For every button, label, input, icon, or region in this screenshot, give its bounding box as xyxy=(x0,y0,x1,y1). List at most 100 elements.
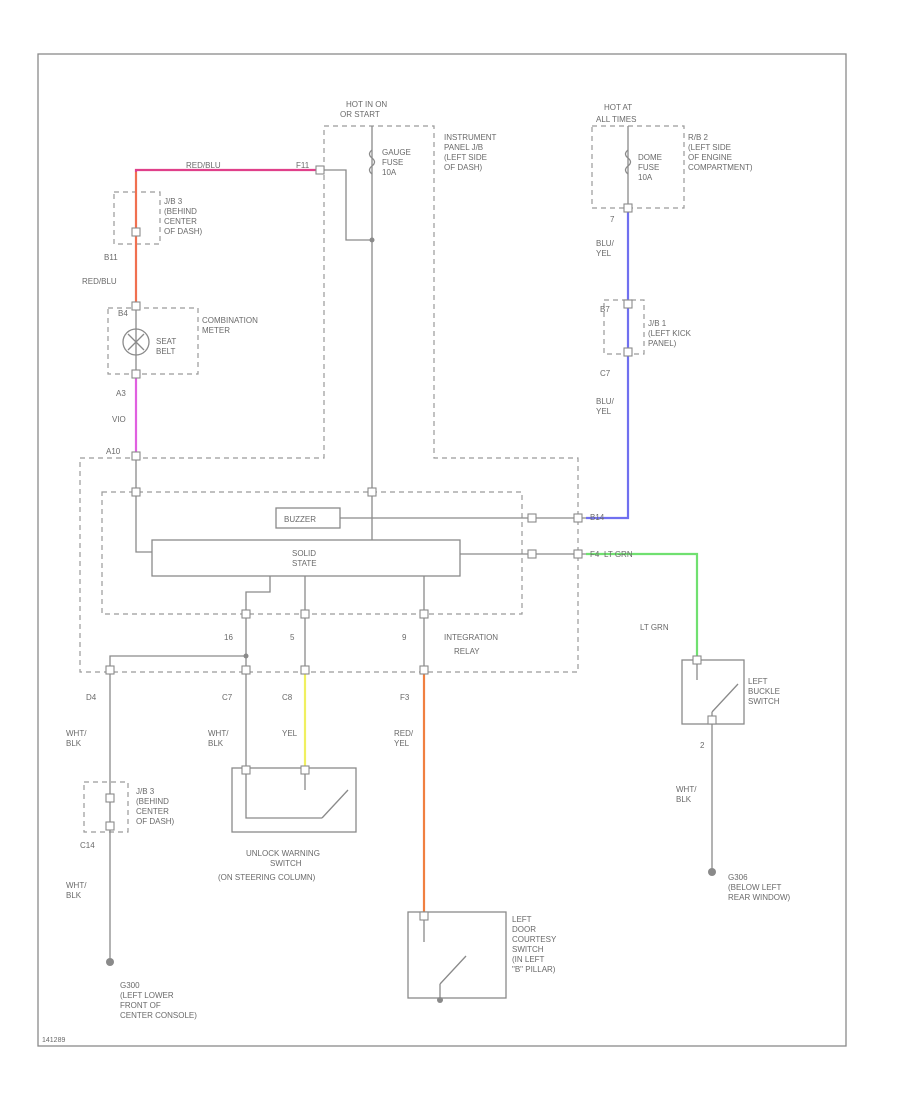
diagram-frame xyxy=(37,53,847,1047)
wire-pin16 xyxy=(245,576,271,672)
wire-label-red-yel: YEL xyxy=(394,739,410,748)
ground-left-label: (LEFT LOWER xyxy=(120,991,174,1000)
door-courtesy-switch-label: "B" PILLAR) xyxy=(512,965,556,974)
combination-meter-outline xyxy=(107,307,199,375)
hot-in-on-label: HOT IN ON xyxy=(346,100,387,109)
unlock-warning-switch-box xyxy=(231,767,357,833)
integration-relay-label: RELAY xyxy=(454,647,480,656)
jb3-bottom-label: CENTER xyxy=(136,807,169,816)
left-buckle-switch-label: LEFT xyxy=(748,677,768,686)
wire-label-blu-yel-lower: YEL xyxy=(596,407,612,416)
wire-label-blu-yel-upper: YEL xyxy=(596,249,612,258)
gauge-fuse-icon xyxy=(368,149,376,175)
seat-belt-label: BELT xyxy=(156,347,176,356)
wire-label-red-yel: RED/ xyxy=(394,729,414,738)
door-switch-contact-icon xyxy=(439,955,467,998)
instrument-panel-jb-outline xyxy=(79,125,579,673)
wire-lt-grn xyxy=(586,552,699,660)
buckle-switch-contact-icon xyxy=(711,683,739,720)
jb1-label: (LEFT KICK xyxy=(648,329,692,338)
wire-label-lt-grn-top: LT GRN xyxy=(604,550,633,559)
wire-label-wht-blk: WHT/ xyxy=(66,729,87,738)
gauge-fuse-label: 10A xyxy=(382,168,397,177)
hot-in-on-label-2: OR START xyxy=(340,110,380,119)
unlock-warning-switch-label: (ON STEERING COLUMN) xyxy=(218,873,316,882)
wire-label-wht-blk: WHT/ xyxy=(676,785,697,794)
ground-door-icon xyxy=(437,997,443,1003)
combination-meter-label: COMBINATION xyxy=(202,316,258,325)
door-courtesy-switch-label: LEFT xyxy=(512,915,532,924)
door-courtesy-switch-label: (IN LEFT xyxy=(512,955,545,964)
wire-label-vio: VIO xyxy=(112,415,126,424)
wire-label-yel: YEL xyxy=(282,729,298,738)
hot-at-all-times-label: HOT AT xyxy=(604,103,632,112)
jb3-top-label: CENTER xyxy=(164,217,197,226)
instrument-panel-jb-label: INSTRUMENT xyxy=(444,133,497,142)
wire-red-blu-top xyxy=(134,168,320,172)
wire-label-blu-yel-upper: BLU/ xyxy=(596,239,615,248)
unlock-switch-contact-icon xyxy=(321,789,349,819)
wire-label-wht-blk: WHT/ xyxy=(66,881,87,890)
ground-right-label: (BELOW LEFT xyxy=(728,883,781,892)
pin-b4: B4 xyxy=(118,309,128,318)
left-buckle-switch-label: SWITCH xyxy=(748,697,780,706)
dome-fuse-icon xyxy=(624,149,632,175)
jb3-top-label: OF DASH) xyxy=(164,227,203,236)
solid-state-box xyxy=(151,539,461,577)
jb3-bottom-label: J/B 3 xyxy=(136,787,155,796)
wire-label-wht-blk: BLK xyxy=(676,795,692,804)
wire-label-wht-blk: WHT/ xyxy=(208,729,229,738)
rb2-outline xyxy=(591,125,685,209)
pin-c7a: C7 xyxy=(600,369,611,378)
instrument-panel-jb-label: PANEL J/B xyxy=(444,143,483,152)
diagram-code: 141289 xyxy=(42,1037,65,1044)
wire-ground-bus xyxy=(109,655,246,672)
junction-node xyxy=(369,237,375,243)
dome-fuse-label: FUSE xyxy=(638,163,659,172)
jb3-bottom-label: OF DASH) xyxy=(136,817,175,826)
connector-markers xyxy=(105,165,717,921)
pin-7: 7 xyxy=(610,215,615,224)
jb3-bottom-label: (BEHIND xyxy=(136,797,169,806)
wire-gauge-tap xyxy=(320,169,372,241)
pin-a3: A3 xyxy=(116,389,126,398)
wire-label-wht-blk: BLK xyxy=(208,739,224,748)
ground-right-label: G306 xyxy=(728,873,748,882)
unlock-switch-wire xyxy=(245,770,322,819)
door-courtesy-switch-label: DOOR xyxy=(512,925,536,934)
ground-left-icon xyxy=(106,958,114,966)
jb3-top-label: J/B 3 xyxy=(164,197,183,206)
pin-f3: F3 xyxy=(400,693,410,702)
jb3-top-label: (BEHIND xyxy=(164,207,197,216)
ground-left-label: CENTER CONSOLE) xyxy=(120,1011,197,1020)
pin-c8: C8 xyxy=(282,693,293,702)
wire-blu-yel xyxy=(586,208,630,520)
pin-5: 5 xyxy=(290,633,295,642)
unlock-warning-switch-label: SWITCH xyxy=(270,859,302,868)
wire-label-wht-blk: BLK xyxy=(66,891,82,900)
integration-relay-outline xyxy=(101,491,523,615)
rb2-label: COMPARTMENT) xyxy=(688,163,753,172)
wire-label-wht-blk: BLK xyxy=(66,739,82,748)
door-courtesy-switch-label: SWITCH xyxy=(512,945,544,954)
instrument-panel-jb-label: OF DASH) xyxy=(444,163,483,172)
jb3-bottom-outline xyxy=(83,781,129,833)
gauge-fuse-label: FUSE xyxy=(382,158,403,167)
solid-state-label: STATE xyxy=(292,559,317,568)
ground-left-label: FRONT OF xyxy=(120,1001,161,1010)
pin-f4: F4 xyxy=(590,550,600,559)
rb2-label: (LEFT SIDE xyxy=(688,143,731,152)
dome-fuse-label: 10A xyxy=(638,173,653,182)
dome-fuse-label: DOME xyxy=(638,153,662,162)
left-buckle-switch-label: BUCKLE xyxy=(748,687,780,696)
pin-2: 2 xyxy=(700,741,705,750)
seat-belt-lamp-icon xyxy=(122,328,150,356)
wire-a10-in xyxy=(135,452,152,553)
pin-9: 9 xyxy=(402,633,407,642)
ground-left-label: G300 xyxy=(120,981,140,990)
wire-label-blu-yel-lower: BLU/ xyxy=(596,397,615,406)
pin-a10: A10 xyxy=(106,447,121,456)
ground-right-icon xyxy=(708,868,716,876)
door-courtesy-switch-box xyxy=(407,911,507,999)
